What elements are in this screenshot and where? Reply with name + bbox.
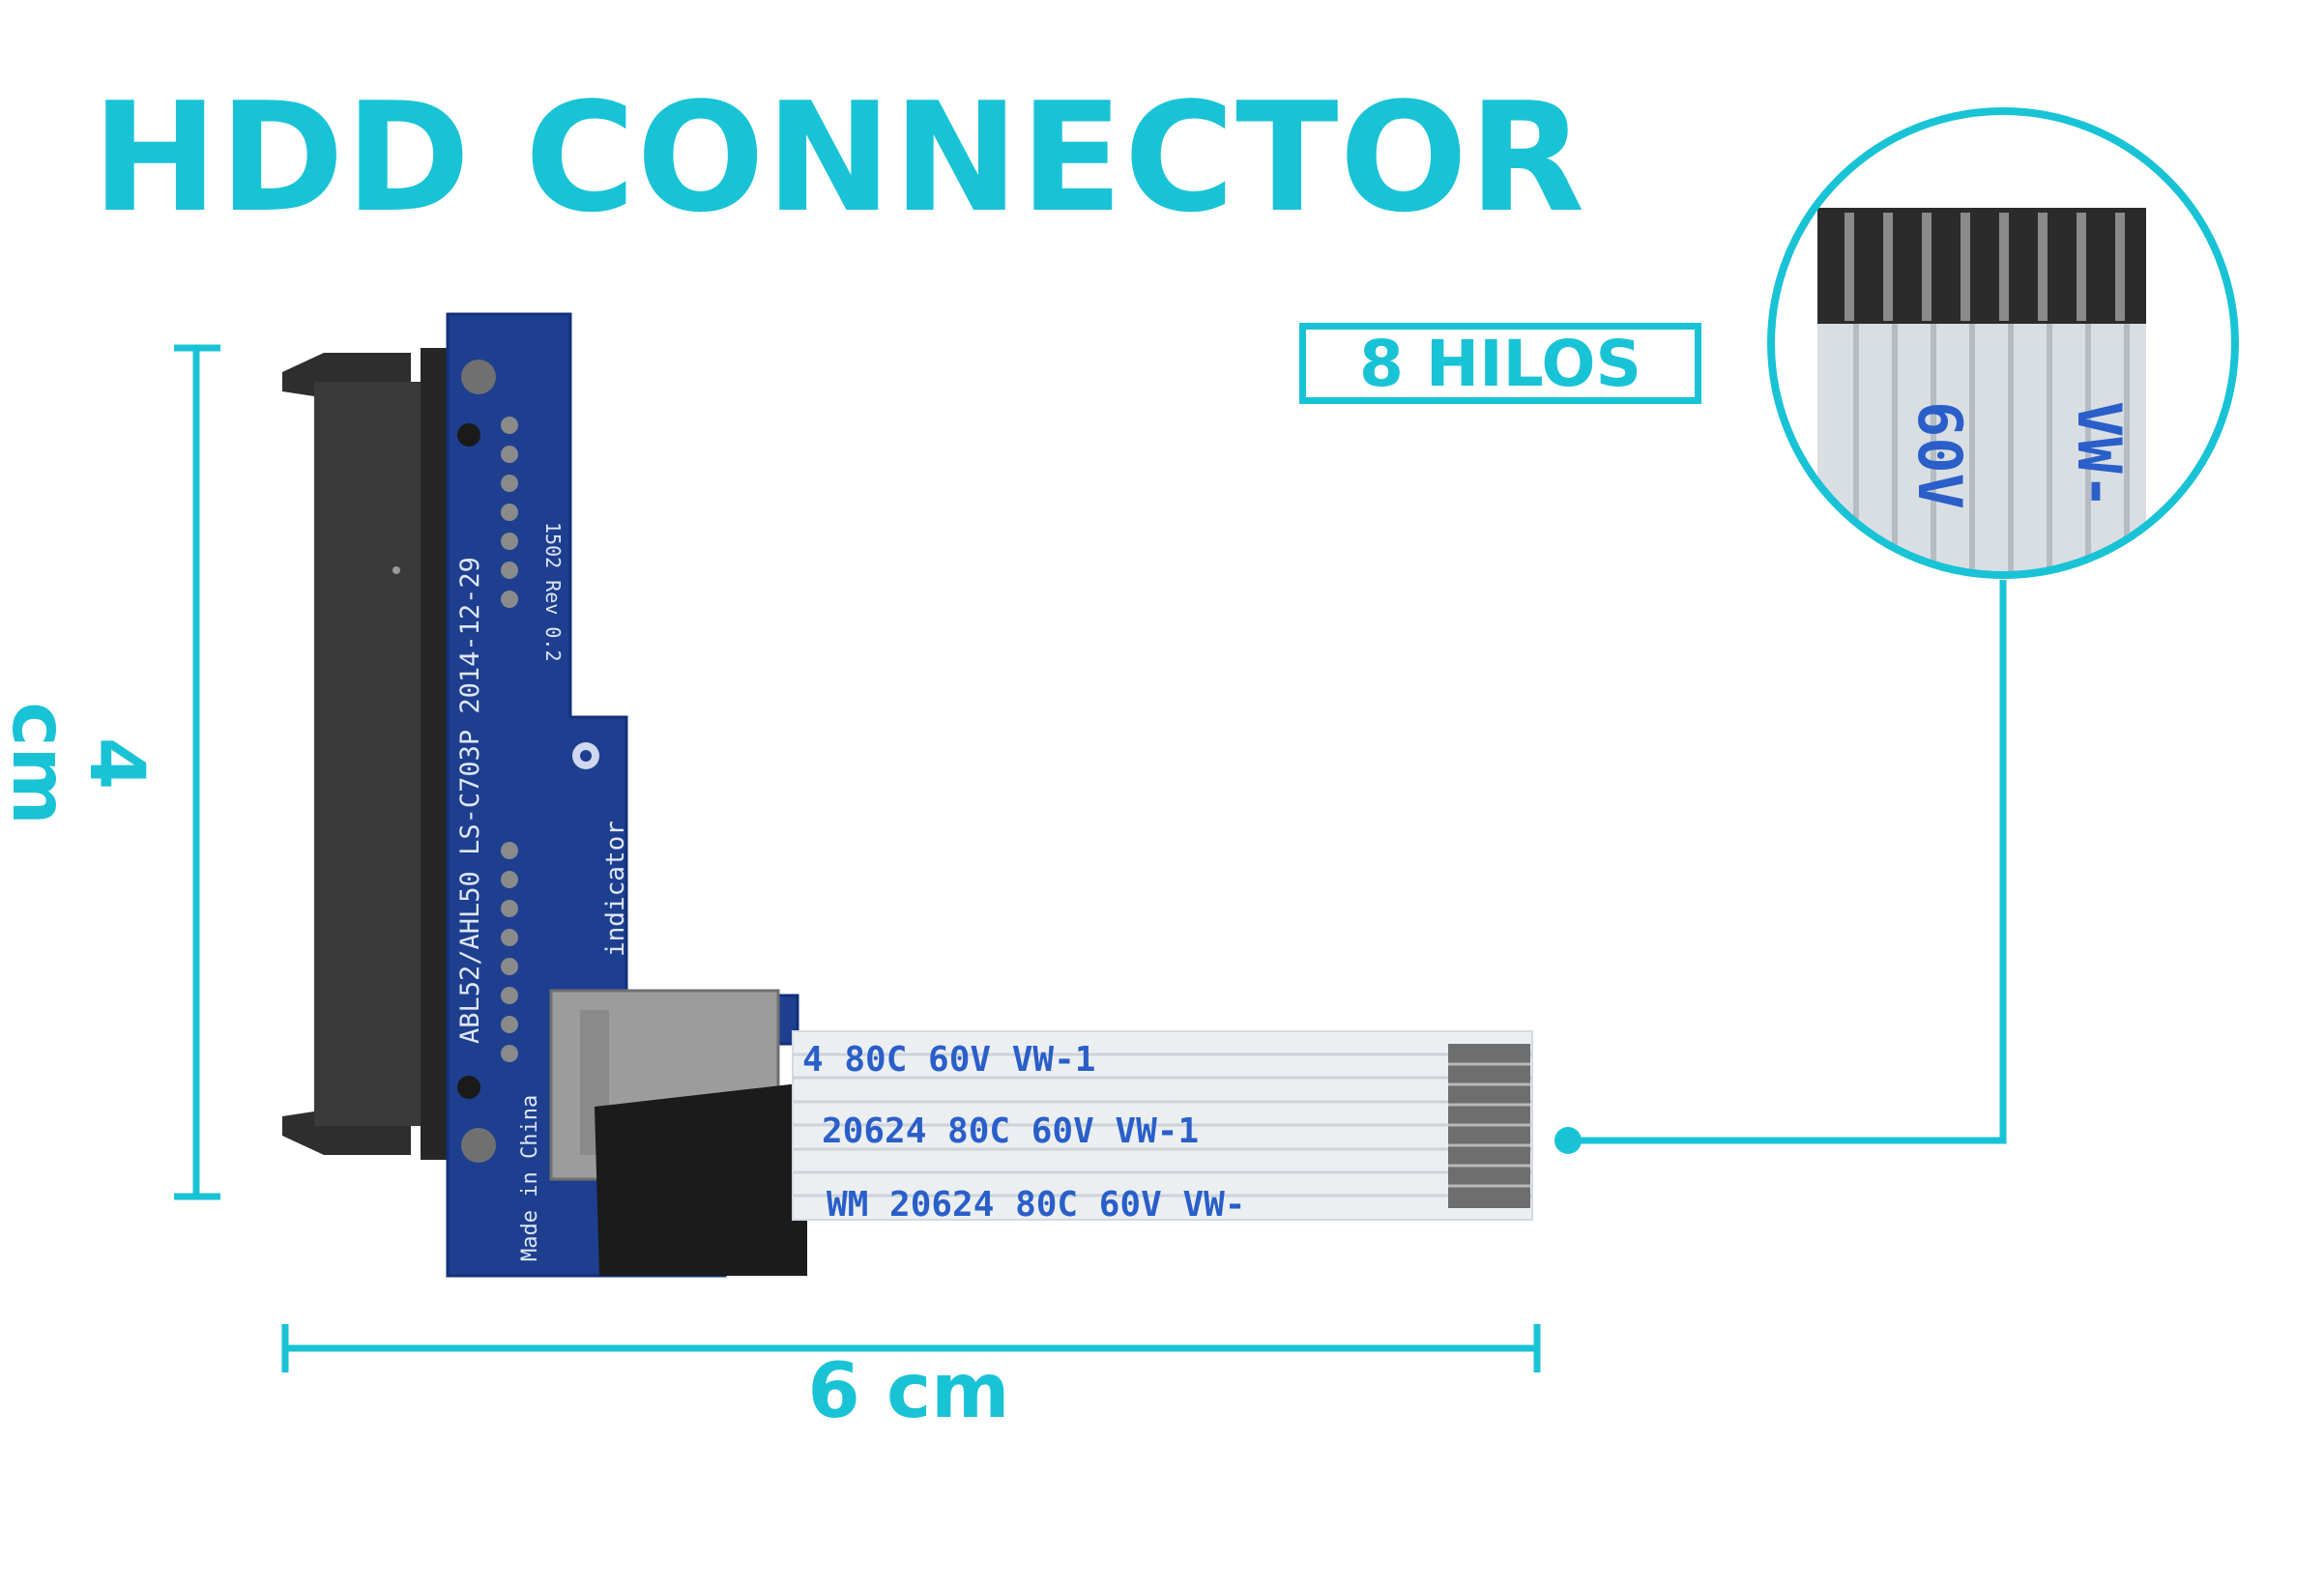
width-dimension-label: 6 cm xyxy=(807,1348,1010,1435)
height-dimension-line xyxy=(174,344,220,1200)
solder-pads xyxy=(501,417,518,1062)
height-dimension-label: 4 cm xyxy=(0,702,160,825)
page-title: HDD CONNECTOR xyxy=(92,70,1586,245)
wire-count-callout: 8 HILOS xyxy=(1299,323,1701,404)
cable-print-2: 20624 80C 60V VW-1 xyxy=(822,1111,1199,1151)
callout-leader xyxy=(1554,580,2007,1154)
cable-print-3: WM 20624 80C 60V VW- xyxy=(827,1185,1245,1225)
zoom-print-left: 60V xyxy=(1904,401,1975,509)
zoom-detail: 60V VW- xyxy=(1767,107,2239,579)
cable-print-1: 4 80C 60V VW-1 xyxy=(802,1040,1095,1080)
sata-connector xyxy=(282,348,450,1160)
board-indicator-text: indicator xyxy=(601,821,630,957)
board-model-text: ABL52/AHL50 LS-C703P 2014-12-29 xyxy=(455,557,485,1044)
width-dimension-line xyxy=(281,1324,1541,1372)
zoom-print-right: VW- xyxy=(2064,401,2135,509)
ribbon-cable: 4 80C 60V VW-1 20624 80C 60V VW-1 WM 206… xyxy=(792,1030,1533,1225)
pcb-board: ABL52/AHL50 LS-C703P 2014-12-29 1502 Rev… xyxy=(446,312,807,1278)
wire-count-label: 8 HILOS xyxy=(1358,326,1642,401)
board-origin-text: Made in China xyxy=(518,1095,542,1261)
board-rev-text: 1502 Rev 0.2 xyxy=(541,522,565,662)
black-tape xyxy=(595,1082,807,1276)
